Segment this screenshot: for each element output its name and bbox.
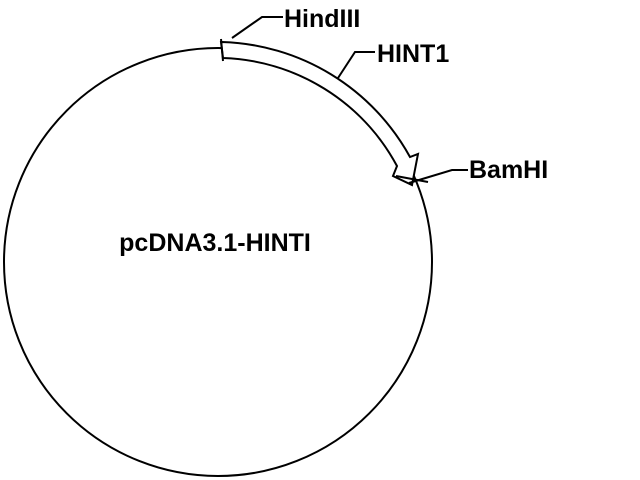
bamhi-label: BamHI (469, 156, 548, 184)
bamhi-leader-line (408, 169, 468, 184)
hint1-leader-line (337, 51, 375, 79)
bamhi-site-tick (395, 175, 429, 183)
hindiii-label: HindIII (284, 5, 360, 33)
hint1-label: HINT1 (377, 40, 449, 68)
hindiii-site-tick (220, 38, 224, 62)
plasmid-backbone-circle (3, 47, 433, 477)
hindiii-leader-line (231, 16, 283, 39)
hint1-insert-arrow (219, 41, 420, 187)
plasmid-name-label: pcDNA3.1-HINTI (119, 229, 311, 257)
